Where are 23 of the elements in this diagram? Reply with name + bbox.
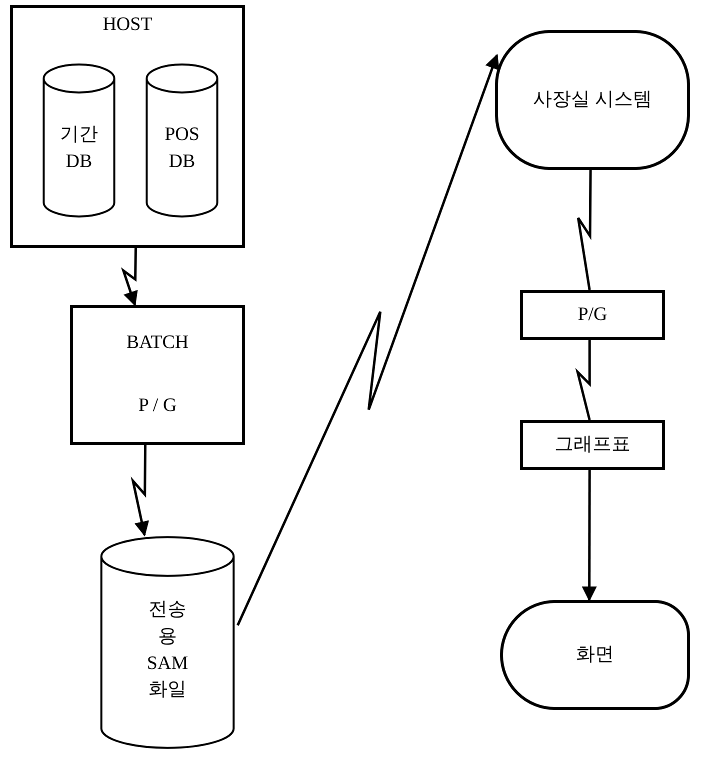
process-box <box>70 305 245 445</box>
process-box <box>520 420 665 470</box>
node-label: P / G <box>137 394 178 418</box>
node-label: 기간 DB <box>59 122 99 174</box>
node-label: 전송용 SAM 화일 <box>146 598 190 702</box>
display-shape <box>500 600 690 710</box>
node-label: 그래프표 <box>554 432 632 457</box>
terminal-shape <box>495 30 690 170</box>
node-label: HOST <box>102 13 154 37</box>
lightning-link-arrow <box>236 54 500 626</box>
node-label: 사장실 시스템 <box>532 88 653 112</box>
node-label: POS DB <box>164 122 200 174</box>
arrow <box>582 470 597 602</box>
database-cylinder <box>146 63 218 218</box>
file-cylinder <box>100 535 235 750</box>
node-label: P/G <box>576 302 608 327</box>
lightning-link-arrow <box>120 248 138 306</box>
node-label: BATCH <box>125 331 190 356</box>
host-box <box>10 5 245 248</box>
process-box <box>520 290 665 340</box>
database-cylinder <box>43 63 115 218</box>
lightning-link-arrow <box>130 445 150 536</box>
node-label: 화면 <box>575 642 615 667</box>
